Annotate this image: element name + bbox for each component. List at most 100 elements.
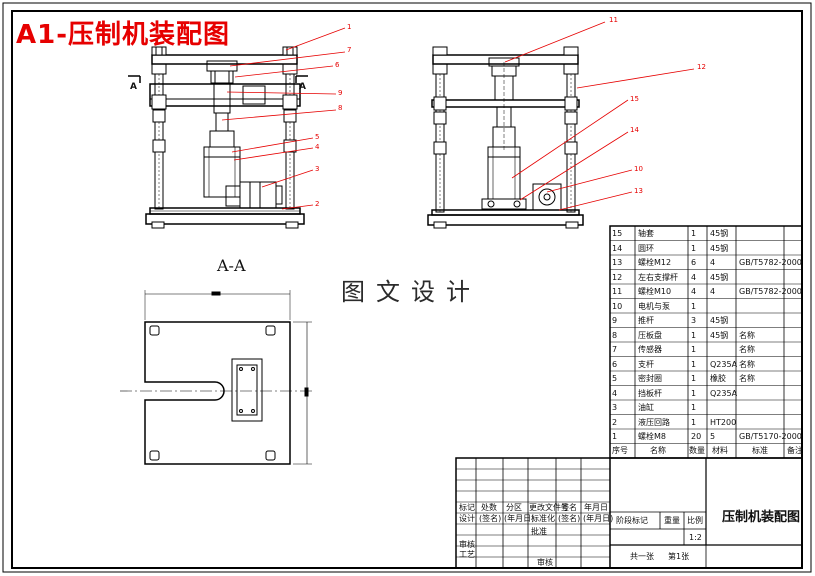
title-block-lines <box>455 457 803 569</box>
bom-cell-no: 2 <box>612 417 618 427</box>
title-block-scale-value: 1:2 <box>689 533 702 542</box>
bom-cell-standard: GB/T5782-2000 <box>739 258 802 267</box>
bom-cell-no: 13 <box>612 258 623 267</box>
bom-cell-standard: 名称 <box>739 359 755 369</box>
section-mark-left: A <box>130 82 137 92</box>
bom-cell-no: 14 <box>612 243 623 253</box>
bom-cell-name: 支杆 <box>638 359 654 369</box>
sig-row2-col2: (签名) <box>479 514 502 523</box>
bom-cell-name: 电机与泵 <box>638 301 670 311</box>
sig-row1-col2: 处数 <box>481 503 497 512</box>
callout-front-9: 9 <box>338 89 343 97</box>
bom-cell-standard: 名称 <box>739 374 755 383</box>
sig-row2-col3: (年月日) <box>504 514 535 523</box>
bom-cell-name: 压板盘 <box>638 330 662 340</box>
callout-side-10: 10 <box>634 165 643 173</box>
title-block-sheet-total: 共一张 <box>630 552 654 561</box>
bom-header-cell: 序号 <box>612 445 628 455</box>
bom-cell-material: Q235A <box>710 388 738 398</box>
callout-front-6: 6 <box>335 61 340 69</box>
front-view <box>128 46 308 229</box>
bom-cell-qty: 3 <box>691 316 697 325</box>
title-block-scale-label: 比例 <box>687 516 703 525</box>
bom-cell-qty: 1 <box>691 330 697 340</box>
bom-cell-material: 4 <box>710 287 716 296</box>
bom-cell-name: 密封圈 <box>638 374 662 383</box>
bom-row-lines <box>610 240 802 444</box>
sig-row2-col4: 标准化 <box>531 514 555 523</box>
bom-header-cell: 数量 <box>689 445 705 455</box>
bom-cell-no: 15 <box>612 229 623 238</box>
bom-cell-material: HT200 <box>710 417 737 427</box>
bom-cell-qty: 1 <box>691 345 697 354</box>
title-block-approved-by: 审核 <box>537 558 553 567</box>
bom-cell-name: 挡板杆 <box>638 388 662 398</box>
bom-cell-standard: GB/T5782-2000 <box>739 287 802 296</box>
sig-row1-col6: 年月日 <box>584 503 608 512</box>
bom-cell-qty: 4 <box>691 287 697 296</box>
bom-cell-qty: 1 <box>691 359 697 369</box>
bom-cell-material: 45钢 <box>710 229 729 238</box>
sig-row2-col1: 设计 <box>459 514 475 523</box>
title-block-approve: 批准 <box>531 527 547 536</box>
sig-row1-col1: 标记 <box>459 503 475 512</box>
bom-cell-name: 轴套 <box>638 229 654 238</box>
bom-cell-material: 45钢 <box>710 330 729 340</box>
title-block-review: 审核 <box>459 540 475 549</box>
bom-cell-no: 3 <box>612 403 618 412</box>
callout-side-14: 14 <box>630 126 639 134</box>
bom-header-cell: 名称 <box>650 445 666 455</box>
bom-cell-no: 9 <box>612 316 618 325</box>
bom-cell-material: 45钢 <box>710 243 729 253</box>
bom-cell-name: 传感器 <box>638 345 662 354</box>
bom-cell-name: 螺栓M10 <box>638 287 672 296</box>
leader-lines <box>221 21 695 211</box>
bom-cell-qty: 4 <box>691 272 697 282</box>
callout-front-5: 5 <box>315 133 320 141</box>
bom-cell-name: 液压回路 <box>638 417 670 427</box>
title-block-sheet-no: 第1张 <box>668 552 690 561</box>
bom-cell-no: 4 <box>612 388 618 398</box>
bom-header-cell: 材料 <box>712 445 728 455</box>
sig-row2-col6: (年月日) <box>583 514 614 523</box>
callout-front-3: 3 <box>315 165 320 173</box>
bom-cell-material: Q235A <box>710 359 738 369</box>
bom-cell-qty: 1 <box>691 374 697 383</box>
bom-cell-no: 7 <box>612 345 618 354</box>
bom-cell-standard: GB/T5170-2000 <box>739 432 802 441</box>
sig-row1-col3: 分区 <box>506 503 522 512</box>
bom-cell-no: 8 <box>612 330 618 340</box>
bom-cell-qty: 20 <box>691 432 702 441</box>
callout-side-12: 12 <box>697 63 706 71</box>
bom-cell-qty: 1 <box>691 229 697 238</box>
bom-cell-name: 螺栓M8 <box>638 432 666 441</box>
title-block-drawing-name: 压制机装配图 <box>722 510 801 525</box>
section-mark-right: A <box>299 82 306 92</box>
title-block-process: 工艺 <box>459 550 475 559</box>
bom-cell-material: 橡胶 <box>710 374 726 383</box>
bom-cell-qty: 6 <box>691 258 697 267</box>
bom-cell-no: 6 <box>612 359 618 369</box>
callout-side-13: 13 <box>634 187 643 195</box>
bom-cell-qty: 1 <box>691 403 697 412</box>
section-view-label: A-A <box>217 256 246 275</box>
bom-cell-name: 左右支撑杆 <box>638 272 678 282</box>
bom-cell-name: 螺栓M12 <box>638 258 672 267</box>
sig-row2-col5: (签名) <box>558 514 581 523</box>
bom-cell-material: 45钢 <box>710 272 729 282</box>
watermark-text: 图文设计 <box>341 278 481 306</box>
bom-cell-qty: 1 <box>691 388 697 398</box>
bom-cell-standard: 名称 <box>739 330 755 340</box>
callout-front-8: 8 <box>338 104 343 112</box>
bom-cell-standard: 名称 <box>739 345 755 354</box>
title-block-weight: 重量 <box>664 516 680 525</box>
side-view <box>427 46 584 229</box>
drawing-title: A1-压制机装配图 <box>16 20 231 50</box>
section-aa-view <box>120 290 315 465</box>
bom-cell-no: 5 <box>612 374 618 383</box>
callout-side-15: 15 <box>630 95 639 103</box>
bom-cell-name: 推杆 <box>638 316 654 325</box>
title-block-stage-mark: 阶段标记 <box>616 516 648 525</box>
bom-cell-qty: 1 <box>691 417 697 427</box>
